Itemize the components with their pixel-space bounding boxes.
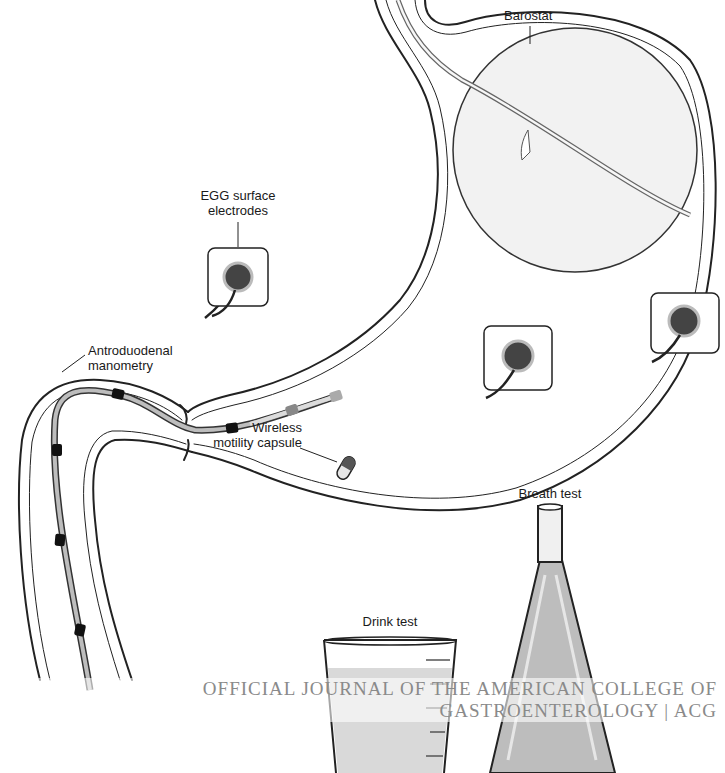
pressure-sensor [111,388,125,400]
balloon-highlight [521,130,530,160]
pressure-sensor [225,422,238,434]
cup-tick [426,659,450,661]
electrode-wire [652,335,680,362]
capsule-half [341,455,357,471]
part-label: Breath test [500,486,600,501]
leader-line [300,448,337,462]
motility-capsule [335,455,357,482]
egg-electrode [651,293,719,362]
electrode-pad [484,326,552,390]
bag-neck [538,506,562,562]
egg-electrode [484,326,552,398]
duodenum-wall [19,380,188,680]
barostat-catheter [398,0,690,215]
cup-tick [430,731,445,733]
part-label: Barostat [504,8,574,23]
leader-line [62,355,85,372]
capsule-body [335,455,357,482]
part-label: EGG surface electrodes [188,188,288,218]
electrode-wire [212,290,235,316]
cup-tick [426,755,443,757]
bag-shine [508,575,596,760]
bag-mouth [538,504,562,510]
electrode-disc [224,263,252,291]
leader-line [530,26,531,44]
pressure-sensor [74,623,86,637]
duodenum-wall-inner [84,431,186,680]
electrode-pad [208,248,268,306]
manometry-catheter-tip [250,395,340,424]
electrode-disc [669,306,699,336]
egg-electrode [205,248,268,318]
watermark: OFFICIAL JOURNAL OF THE AMERICAN COLLEGE… [12,678,717,722]
electrode-wire [486,370,514,398]
pressure-sensor [54,534,65,547]
pressure-sensor [285,403,299,416]
barostat-catheter [398,0,690,215]
greater-curvature-inner [194,0,704,498]
part-label: Drink test [340,614,440,629]
lesser-curvature [188,0,438,412]
breath-bag [490,504,615,773]
leader-line [238,222,239,247]
pressure-sensors [52,388,343,637]
electrode-disc [503,341,533,371]
pressure-sensor [52,444,62,456]
part-label: Wireless motility capsule [210,420,302,450]
manometry-catheter [54,390,340,690]
electrode-pad [651,293,719,353]
duodenum-wall [93,440,192,680]
cup-rim [324,637,456,645]
bag-body [490,560,615,773]
pressure-sensor [329,389,343,402]
part-label: Antroduodenal manometry [88,343,188,373]
greater-curvature [192,0,716,510]
manometry-catheter [54,390,340,690]
